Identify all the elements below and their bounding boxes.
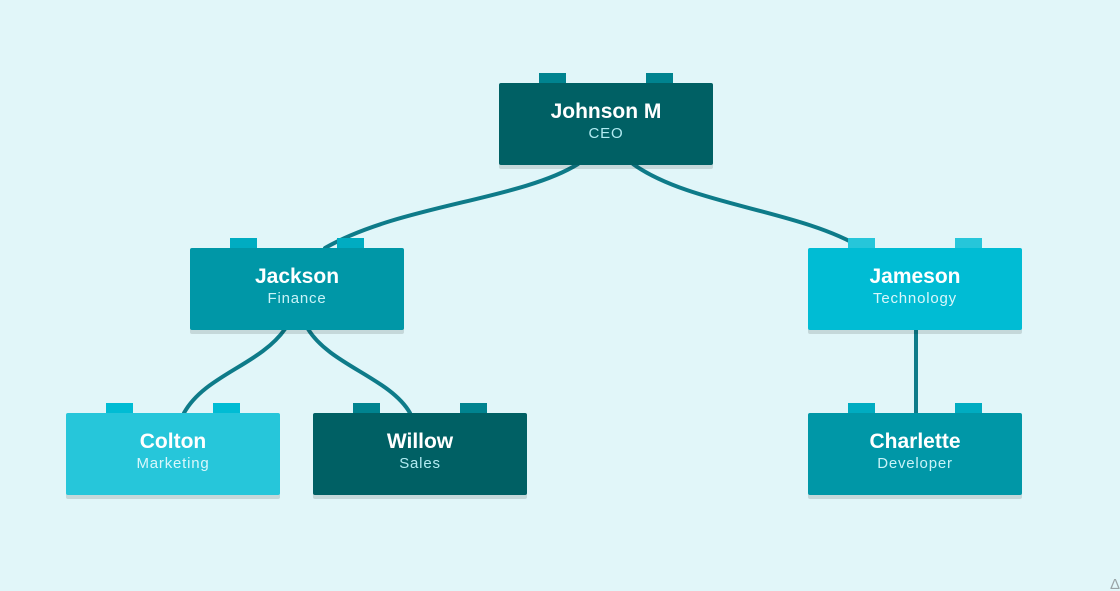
- node-title: Finance: [267, 290, 327, 307]
- node-title: Marketing: [136, 455, 210, 472]
- node-jameson[interactable]: Jameson Technology: [808, 238, 1022, 330]
- node-title: Technology: [873, 290, 957, 307]
- node-willow[interactable]: Willow Sales: [313, 403, 527, 495]
- node-name: Willow: [386, 430, 454, 453]
- node-colton[interactable]: Colton Marketing: [66, 403, 280, 495]
- node-connector-stud: [460, 403, 487, 413]
- node-body: [808, 248, 1022, 330]
- node-connector-stud: [337, 238, 364, 248]
- node-body: [313, 413, 527, 495]
- corner-mark: Δ: [1109, 576, 1120, 591]
- node-body: [66, 413, 280, 495]
- node-johnson-m[interactable]: Johnson M CEO: [499, 73, 713, 165]
- node-body: [190, 248, 404, 330]
- node-name: Jameson: [869, 265, 961, 288]
- node-title: Developer: [877, 455, 953, 472]
- node-connector-stud: [213, 403, 240, 413]
- node-connector-stud: [230, 238, 257, 248]
- node-connector-stud: [106, 403, 133, 413]
- connector-johnson-jackson: [323, 162, 580, 250]
- node-connector-stud: [955, 403, 982, 413]
- node-connector-stud: [955, 238, 982, 248]
- node-name: Colton: [139, 430, 207, 453]
- node-name: Charlette: [869, 430, 961, 453]
- node-connector-stud: [646, 73, 673, 83]
- connector-jackson-colton: [182, 327, 287, 415]
- connector-jackson-willow: [306, 327, 412, 415]
- node-connector-stud: [848, 403, 875, 413]
- node-title: CEO: [588, 125, 624, 142]
- node-name: Jackson: [254, 265, 340, 288]
- node-connector-stud: [353, 403, 380, 413]
- node-name: Johnson M: [550, 100, 662, 123]
- node-body: [499, 83, 713, 165]
- node-body: [808, 413, 1022, 495]
- node-connector-stud: [848, 238, 875, 248]
- connector-johnson-jameson: [631, 162, 864, 250]
- node-title: Sales: [399, 455, 441, 472]
- node-jackson[interactable]: Jackson Finance: [190, 238, 404, 330]
- node-connector-stud: [539, 73, 566, 83]
- node-charlette[interactable]: Charlette Developer: [808, 403, 1022, 495]
